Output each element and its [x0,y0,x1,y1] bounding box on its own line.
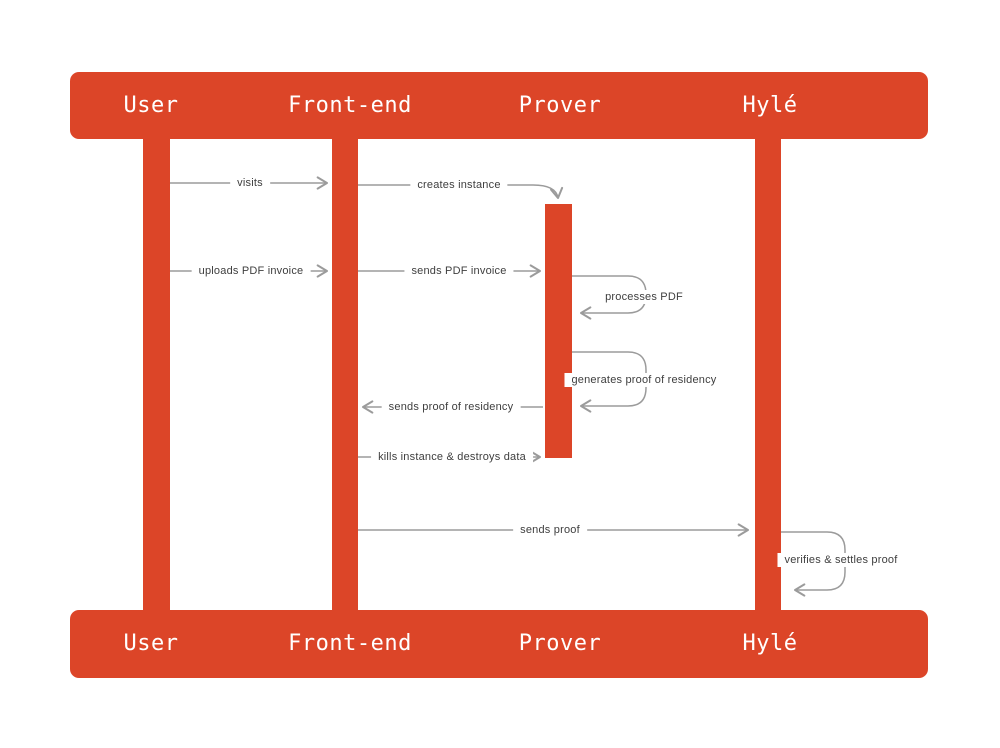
bottom-actor-bar: User Front-end Prover Hylé [70,610,928,678]
processes-pdf-label: processes PDF [598,290,690,304]
bottom-actor-user: User [123,631,179,656]
verifies-settles-label: verifies & settles proof [777,553,905,567]
visits-label: visits [230,176,270,190]
hyle-lifeline [755,139,781,610]
top-actor-user: User [123,92,179,118]
top-actor-hyle: Hylé [742,92,798,118]
user-lifeline [143,139,170,610]
generates-proof-label: generates proof of residency [564,373,724,387]
sends-proof-res-label: sends proof of residency [381,400,521,414]
prover-activation-bar [545,204,572,458]
bottom-actor-frontend: Front-end [288,631,412,656]
creates-instance-label: creates instance [410,178,508,192]
kills-instance-label: kills instance & destroys data [371,450,533,464]
sends-pdf-label: sends PDF invoice [404,264,514,278]
bottom-actor-hyle: Hylé [742,631,798,656]
bottom-actor-prover: Prover [518,631,602,656]
sends-proof-label: sends proof [513,523,587,537]
frontend-lifeline [332,139,358,610]
top-actor-prover: Prover [518,92,602,118]
top-actor-frontend: Front-end [288,92,412,118]
uploads-pdf-label: uploads PDF invoice [191,264,311,278]
top-actor-bar: User Front-end Prover Hylé [70,72,928,139]
